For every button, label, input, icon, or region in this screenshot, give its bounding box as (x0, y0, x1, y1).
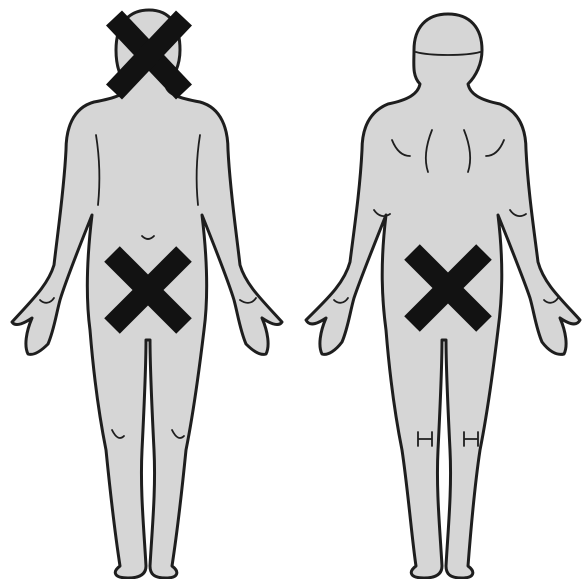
body-diagram (0, 0, 582, 579)
body-diagram-svg (0, 0, 582, 579)
